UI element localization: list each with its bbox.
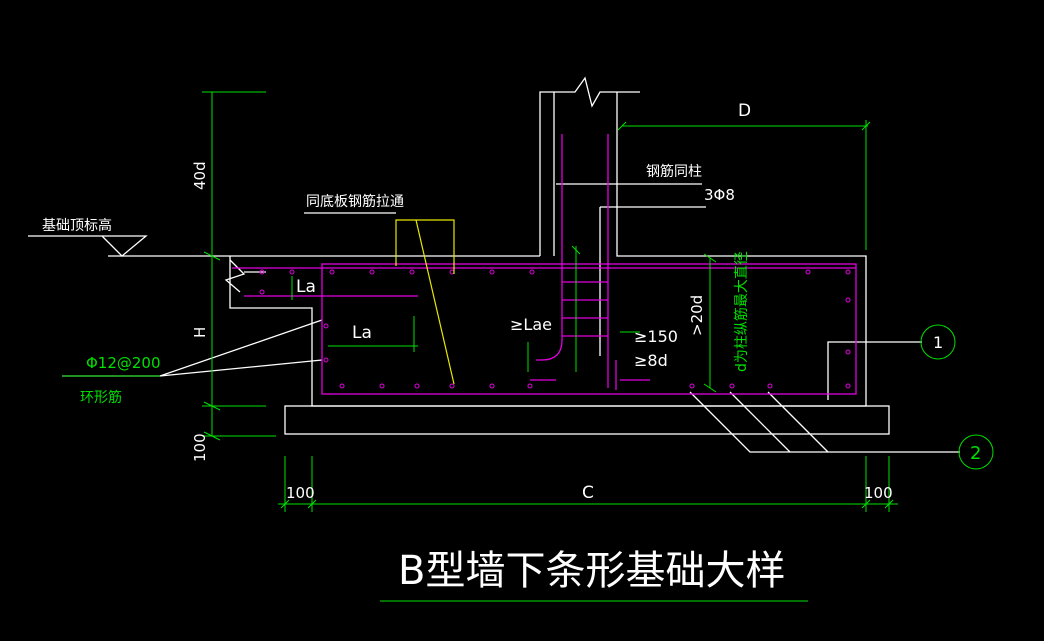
rebar-dot (527, 383, 533, 389)
label-8d: ≥8d (634, 351, 668, 370)
rebar-dot (529, 269, 535, 275)
label-100-bottom-right: 100 (864, 484, 893, 502)
rebar-dot (845, 269, 851, 275)
label-100-bottom-left: 100 (286, 484, 315, 502)
label-stirrup: 3Φ8 (704, 186, 735, 204)
stirrups (562, 281, 608, 337)
label-20d: >20d (688, 295, 706, 336)
rebar-dot (489, 383, 495, 389)
label-lae: ≥Lae (510, 315, 552, 334)
rebar-dot (323, 323, 329, 329)
rebar-dot (414, 383, 420, 389)
label-H: H (191, 327, 209, 338)
rebar-dot (689, 383, 695, 389)
slab-bar-u (395, 219, 455, 274)
rebar-dot (489, 269, 495, 275)
leader-callout-2 (689, 391, 960, 453)
dim-C (278, 456, 898, 512)
label-ring-bar-spec: Φ12@200 (86, 354, 161, 372)
leader-callout-1 (827, 341, 922, 400)
ring-bar-outer (321, 263, 857, 395)
drawing-title: B型墙下条形基础大样 (398, 548, 785, 594)
label-C: C (582, 483, 594, 503)
column-bar-left (536, 134, 563, 361)
rebar-dot (329, 269, 335, 275)
column-outline (229, 76, 867, 407)
label-foundation-top-elevation: 基础顶标高 (42, 217, 112, 234)
rebar-dot (845, 349, 851, 355)
label-150: ≥150 (634, 327, 678, 346)
rebar-dot (845, 383, 851, 389)
label-bars-same-as-column: 钢筋同柱 (646, 163, 702, 180)
slab-bar-diagonal (415, 219, 455, 385)
break-symbol (224, 259, 246, 293)
dimensions (62, 91, 994, 602)
rebar-dots (259, 269, 851, 389)
rebar-dot (805, 269, 811, 275)
rebar-dot (369, 269, 375, 275)
label-callout-1: 1 (933, 333, 943, 352)
elevation-marker (28, 235, 148, 257)
rebar-dot (323, 357, 329, 363)
rebar-dot (449, 383, 455, 389)
rebar-dot (767, 383, 773, 389)
dim-lae (527, 245, 581, 372)
rebar-dot (379, 383, 385, 389)
concrete-outline (28, 76, 960, 453)
dim-D (617, 120, 871, 250)
label-ring-bar-name: 环形筋 (80, 389, 122, 406)
callout-1-circle (920, 324, 956, 360)
rebar-dot (259, 269, 265, 275)
rebar-dot (409, 269, 415, 275)
rebar-dot (289, 269, 295, 275)
rebar-dot (259, 289, 265, 295)
rebar-dot (729, 383, 735, 389)
rebar-dot (845, 297, 851, 303)
dim-la-lower (328, 316, 418, 352)
column-hook-right (615, 360, 650, 390)
rebar (232, 134, 857, 395)
base-pad (284, 405, 890, 435)
rebar-dot (339, 383, 345, 389)
label-callout-2: 2 (970, 443, 981, 464)
label-la-upper: La (296, 277, 316, 297)
dim-ticks-left (202, 91, 276, 441)
label-d-note: d为柱纵筋最大直径 (733, 251, 750, 372)
label-la-lower: La (352, 323, 372, 343)
label-slab-bar-through: 同底板钢筋拉通 (306, 193, 404, 210)
callout-2-circle (958, 434, 994, 470)
slab-bar (395, 219, 455, 385)
dim-20d (703, 253, 717, 393)
label-40d: 40d (191, 161, 209, 190)
label-D: D (738, 101, 751, 121)
label-100-left: 100 (191, 433, 209, 462)
